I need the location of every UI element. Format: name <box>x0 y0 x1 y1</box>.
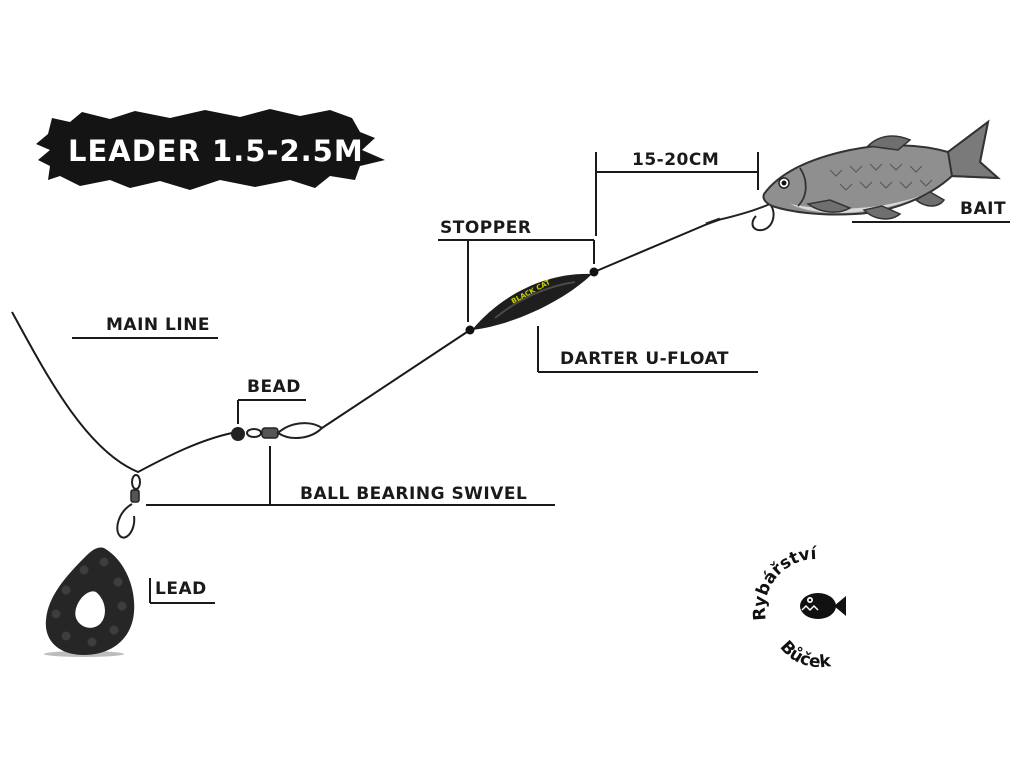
fish-anal-fin <box>914 191 946 207</box>
lead-dimple <box>61 631 71 641</box>
lead-dimple <box>99 557 109 567</box>
ball-bearing-swivel <box>246 422 324 440</box>
swivel-label: BALL BEARING SWIVEL <box>300 484 527 504</box>
hook-length <box>593 221 713 273</box>
logo-fish-tail <box>834 596 846 616</box>
fish-body <box>762 119 1001 216</box>
bait-fish <box>762 119 1001 220</box>
fish-dorsal-fin <box>866 135 912 151</box>
fish-pelvic-fin <box>862 205 902 220</box>
lead-dimple <box>109 625 119 635</box>
logo-fish-teeth <box>801 604 819 612</box>
lead-dimple <box>51 609 61 619</box>
lead-dimple <box>117 601 127 611</box>
main-line <box>11 311 233 474</box>
lead-dimple <box>87 637 97 647</box>
swivel-snap <box>276 422 324 440</box>
banner-text: LEADER 1.5-2.5M <box>68 134 364 168</box>
hook <box>705 203 775 232</box>
lead-label: LEAD <box>155 579 207 599</box>
fish-pectoral-fin <box>806 199 852 213</box>
float-label: DARTER U-FLOAT <box>560 349 729 369</box>
float-highlight <box>494 281 576 319</box>
lead-weight <box>44 547 135 657</box>
bead-label: BEAD <box>247 377 301 397</box>
lead-dimple <box>79 565 89 575</box>
distance-label: 15-20CM <box>632 150 719 170</box>
lead-hole <box>75 591 105 628</box>
swivel-barrel <box>130 489 140 503</box>
bait-label: BAIT <box>960 199 1006 219</box>
fish-tail <box>946 119 1001 180</box>
main-line-label: MAIN LINE <box>106 315 210 335</box>
logo-text-bottom: Bůček <box>776 637 833 672</box>
float-body <box>472 273 592 330</box>
leader-line <box>321 329 471 429</box>
hook-shank <box>717 203 775 232</box>
swivel-ring <box>131 474 141 490</box>
swivel-eye <box>246 428 262 438</box>
stopper-lower <box>465 325 475 335</box>
leader-banner: LEADER 1.5-2.5M <box>36 109 385 190</box>
fish-pupil <box>781 180 787 186</box>
lead-dimple <box>113 577 123 587</box>
callouts <box>72 152 1010 604</box>
brand-logo: Rybářství Bůček <box>750 544 846 672</box>
banner-shape <box>36 109 385 190</box>
lead-dimple <box>61 585 71 595</box>
fish-gill <box>797 167 807 207</box>
stopper-upper <box>589 267 599 277</box>
logo-fish-icon <box>800 593 846 619</box>
bead <box>231 427 245 441</box>
lead-clip-swivel <box>116 474 141 539</box>
fish-scales <box>829 163 933 191</box>
darter-u-float: BLACK CAT <box>465 267 599 335</box>
stopper-label: STOPPER <box>440 218 531 238</box>
hook-knot <box>705 217 721 226</box>
swivel-body <box>261 427 279 439</box>
snap-clip <box>116 503 136 539</box>
logo-fish-pupil <box>808 598 812 602</box>
